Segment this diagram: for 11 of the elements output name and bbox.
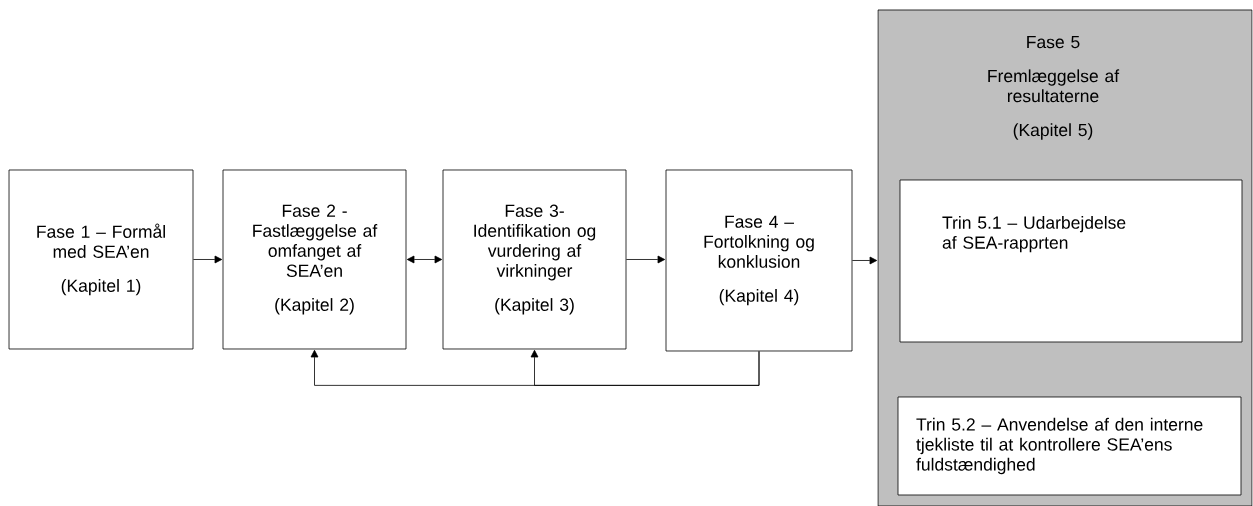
arrow bbox=[530, 349, 760, 386]
arrow bbox=[626, 255, 666, 264]
process-box: Fase 4 – Fortolkning og konklusion (Kapitel 4) bbox=[665, 169, 853, 352]
step-box: Trin 5.2 – Anvendelse af den interne tjekliste til at kontrollere SEA’ens fuldstændighed bbox=[897, 396, 1242, 496]
arrow bbox=[406, 255, 443, 264]
arrow bbox=[852, 256, 878, 265]
step-box: Trin 5.1 – Udarbejdelse af SEA-rapprten bbox=[899, 179, 1243, 343]
process-box: Fase 3- Identifikation og vurdering af virkninger (Kapitel 3) bbox=[442, 169, 627, 350]
arrow bbox=[193, 255, 223, 264]
process-box: Fase 1 – Formål med SEA’en (Kapitel 1) bbox=[8, 169, 194, 350]
process-box: Fase 2 - Fastlæggelse af omfanget af SEA’en (Kapitel 2) bbox=[222, 169, 407, 350]
